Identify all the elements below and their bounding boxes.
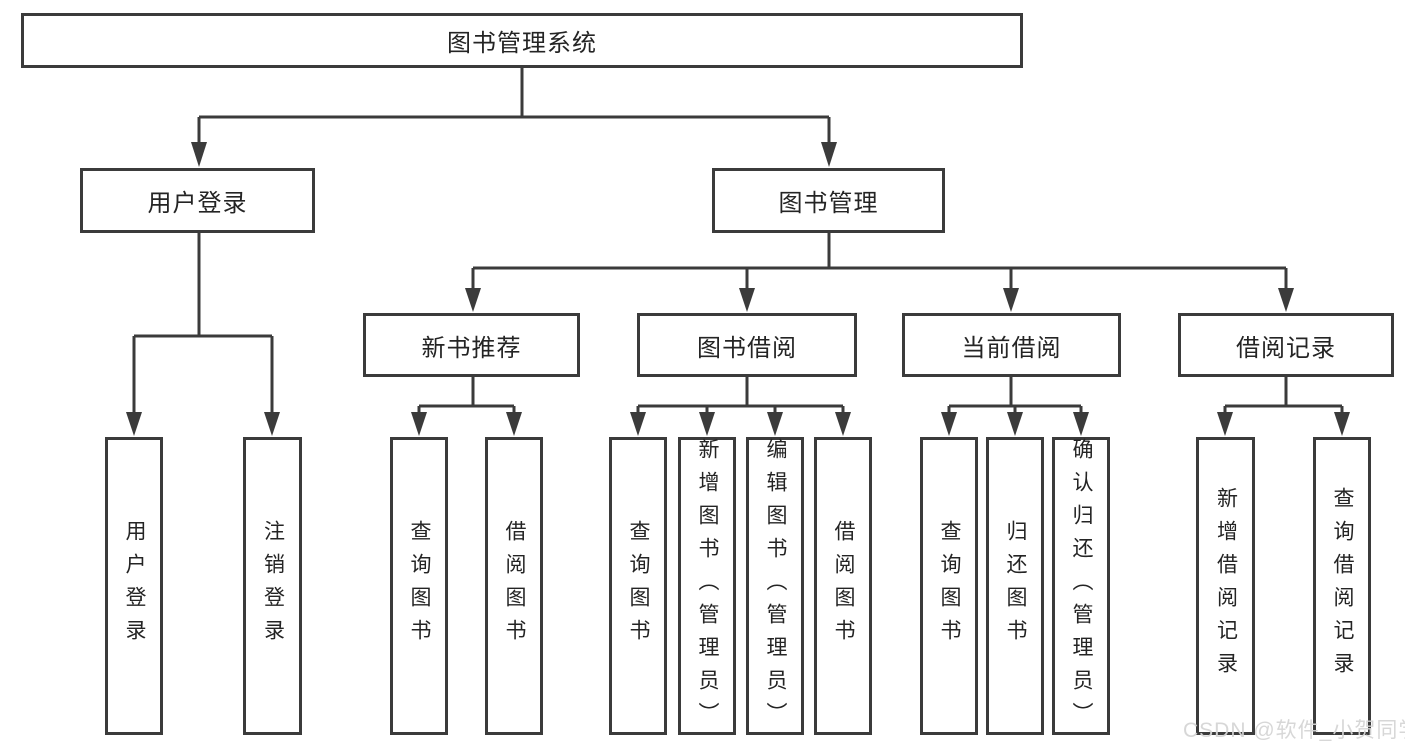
leaf-label: 归还图书 — [1004, 520, 1027, 652]
leaf-confirm-return-admin: 确认归还（管理员） — [1052, 437, 1110, 735]
node-user-login: 用户登录 — [80, 168, 315, 233]
leaf-label: 用户登录 — [123, 520, 146, 652]
node-borrow-records: 借阅记录 — [1178, 313, 1394, 377]
node-label: 用户登录 — [147, 190, 248, 217]
node-label: 当前借阅 — [961, 334, 1062, 362]
node-book-management: 图书管理 — [712, 168, 945, 233]
leaf-logout: 注销登录 — [243, 437, 302, 735]
csdn-watermark: CSDN @软件_小贺同学 — [1183, 719, 1405, 742]
leaf-label: 借阅图书 — [503, 520, 526, 652]
leaf-label: 确认归还（管理员） — [1070, 437, 1093, 735]
leaf-query-books-newbook: 查询图书 — [390, 437, 448, 735]
node-label: 图书借阅 — [697, 334, 797, 362]
node-current-borrow: 当前借阅 — [902, 313, 1121, 377]
leaf-add-borrow-record: 新增借阅记录 — [1196, 437, 1255, 735]
node-label: 借阅记录 — [1236, 334, 1336, 362]
node-new-book-recommend: 新书推荐 — [363, 313, 580, 377]
leaf-borrow-books-newbook: 借阅图书 — [485, 437, 543, 735]
leaf-query-books-current: 查询图书 — [920, 437, 978, 735]
leaf-borrow-books-borrow: 借阅图书 — [814, 437, 872, 735]
leaf-query-books-borrow: 查询图书 — [609, 437, 667, 735]
leaf-label: 新增图书（管理员） — [696, 437, 719, 735]
node-label: 图书管理系统 — [447, 30, 597, 57]
leaf-label: 新增借阅记录 — [1214, 487, 1238, 685]
node-book-management-system: 图书管理系统 — [21, 13, 1023, 68]
leaf-edit-book-admin: 编辑图书（管理员） — [746, 437, 804, 735]
leaf-label: 查询借阅记录 — [1331, 487, 1354, 685]
leaf-label: 编辑图书（管理员） — [764, 437, 787, 735]
node-label: 新书推荐 — [421, 334, 522, 362]
leaf-query-borrow-record: 查询借阅记录 — [1313, 437, 1371, 735]
leaf-label: 查询图书 — [627, 520, 650, 652]
leaf-label: 借阅图书 — [832, 520, 855, 652]
node-book-borrow: 图书借阅 — [637, 313, 857, 377]
leaf-return-book: 归还图书 — [986, 437, 1044, 735]
leaf-label: 查询图书 — [938, 520, 961, 652]
node-label: 图书管理 — [778, 190, 879, 217]
leaf-add-book-admin: 新增图书（管理员） — [678, 437, 736, 735]
leaf-label: 注销登录 — [261, 520, 285, 652]
leaf-user-login: 用户登录 — [105, 437, 163, 735]
leaf-label: 查询图书 — [408, 520, 431, 652]
